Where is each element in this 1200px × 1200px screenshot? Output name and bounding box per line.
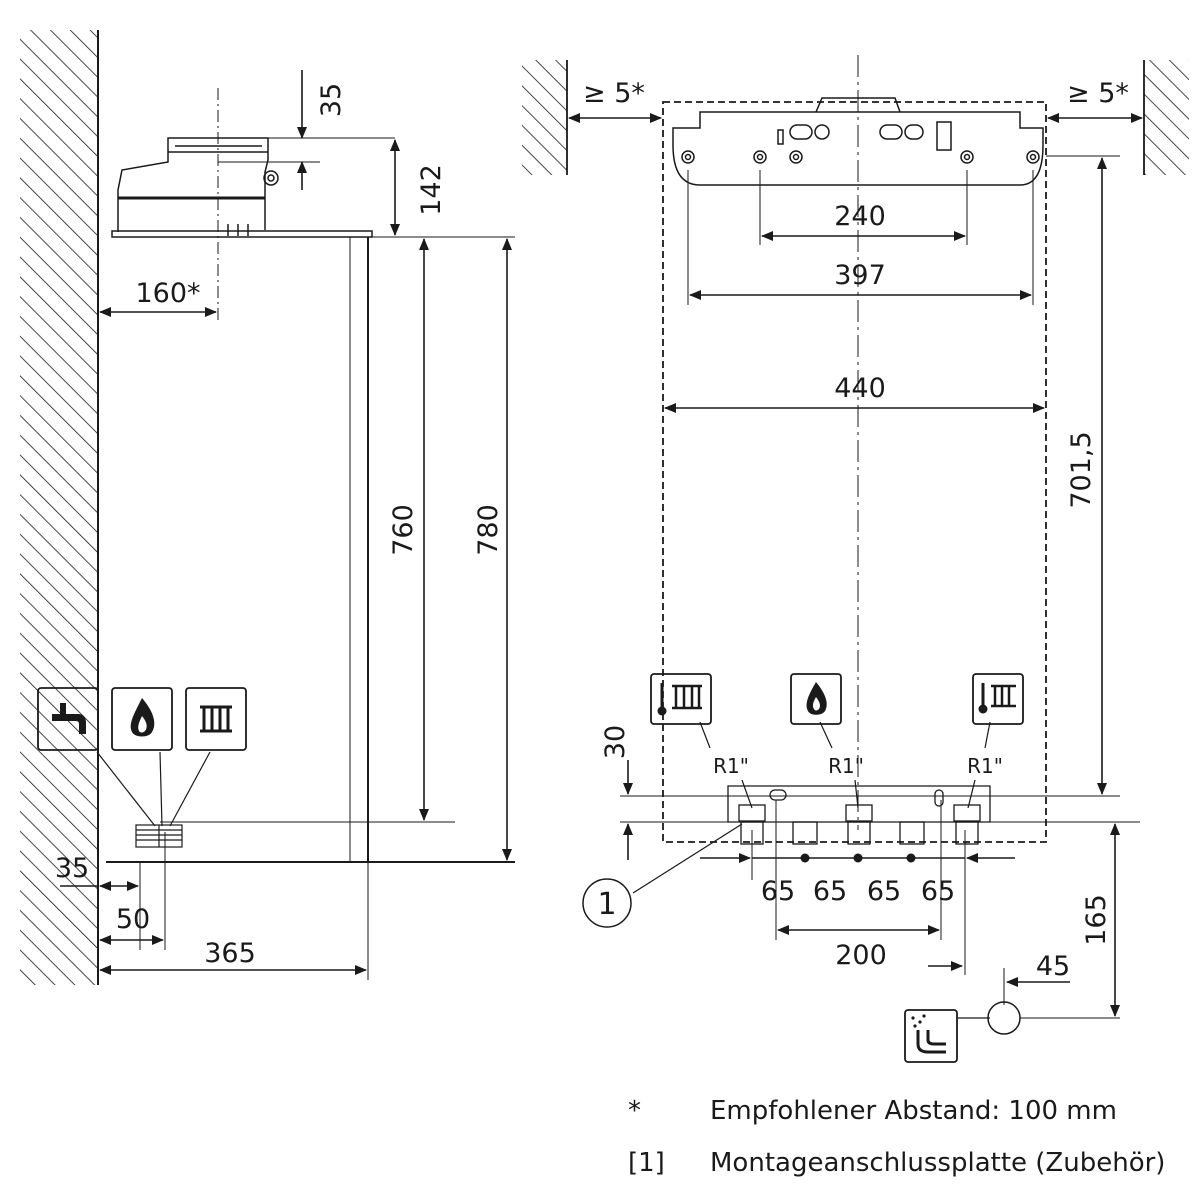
hanger-spacing-label: 240 [834,201,886,232]
connection-rail [727,785,991,845]
side-clearance-left-label: ≥ 5* [583,78,645,109]
side-view [20,30,515,985]
connection-distance-label: 50 [116,904,150,935]
heating-return-thread-label: R1" [967,754,1003,778]
side-clearance-right-label: ≥ 5* [1067,78,1129,109]
appliance-height-label: 780 [473,504,504,556]
right-side-wall-hatch [1144,60,1189,175]
appliance-depth-label: 365 [204,938,256,969]
hanger-to-connections-label: 701,5 [1066,431,1097,508]
callout-circle [582,878,632,928]
left-side-wall-hatch [522,60,567,175]
legend-key-1: [1] [628,1148,665,1178]
mounting-rail [672,97,1044,186]
wall-hatch [20,30,98,985]
flue-height-label: 142 [416,164,447,216]
front-extension-lines [620,155,1140,1019]
hook-spacing-label: 397 [834,260,886,291]
flue-distance-label: 160* [135,278,200,309]
connection-pitch-1-label: 65 [761,876,795,907]
callout-number: 1 [597,887,616,922]
drain-height-label: 165 [1081,894,1112,946]
heating-return-icon [972,673,1024,725]
legend-key-asterisk: * [628,1096,641,1126]
connection-block [96,751,211,848]
radiator-icon [185,687,247,751]
front-view [522,55,1189,1035]
connection-offset-label: 30 [600,725,631,759]
heating-flow-thread-label: R1" [713,754,749,778]
front-dimension-arrows [568,113,1143,1017]
appliance-outline [662,101,1047,843]
flue-offset-label: 35 [316,83,347,117]
side-extension-lines [139,137,515,980]
connection-pitch-4-label: 65 [921,876,955,907]
side-dimension-arrows [60,70,512,975]
pitch-dots [800,853,916,863]
bottom-offset-label: 35 [55,853,89,884]
connection-height-label: 760 [388,504,419,556]
gas-thread-label: R1" [828,754,864,778]
drain-icon [904,1009,958,1063]
gas-flame-icon [790,673,842,725]
pipe-spacing-label: 200 [835,940,887,971]
connection-pitch-2-label: 65 [813,876,847,907]
legend-text-mounting-plate: Montageanschlussplatte (Zubehör) [710,1148,1166,1178]
drain-offset-label: 45 [1036,951,1070,982]
hot-water-tap-icon [37,687,99,751]
heating-flow-icon [650,673,712,725]
gas-flame-icon [111,687,173,751]
connection-leaders [632,721,991,1019]
appliance-width-label: 440 [834,373,886,404]
flue-adapter [111,137,373,238]
drain-connection [987,1001,1021,1035]
legend-text-recommended-distance: Empfohlener Abstand: 100 mm [710,1096,1117,1126]
connection-pitch-3-label: 65 [867,876,901,907]
